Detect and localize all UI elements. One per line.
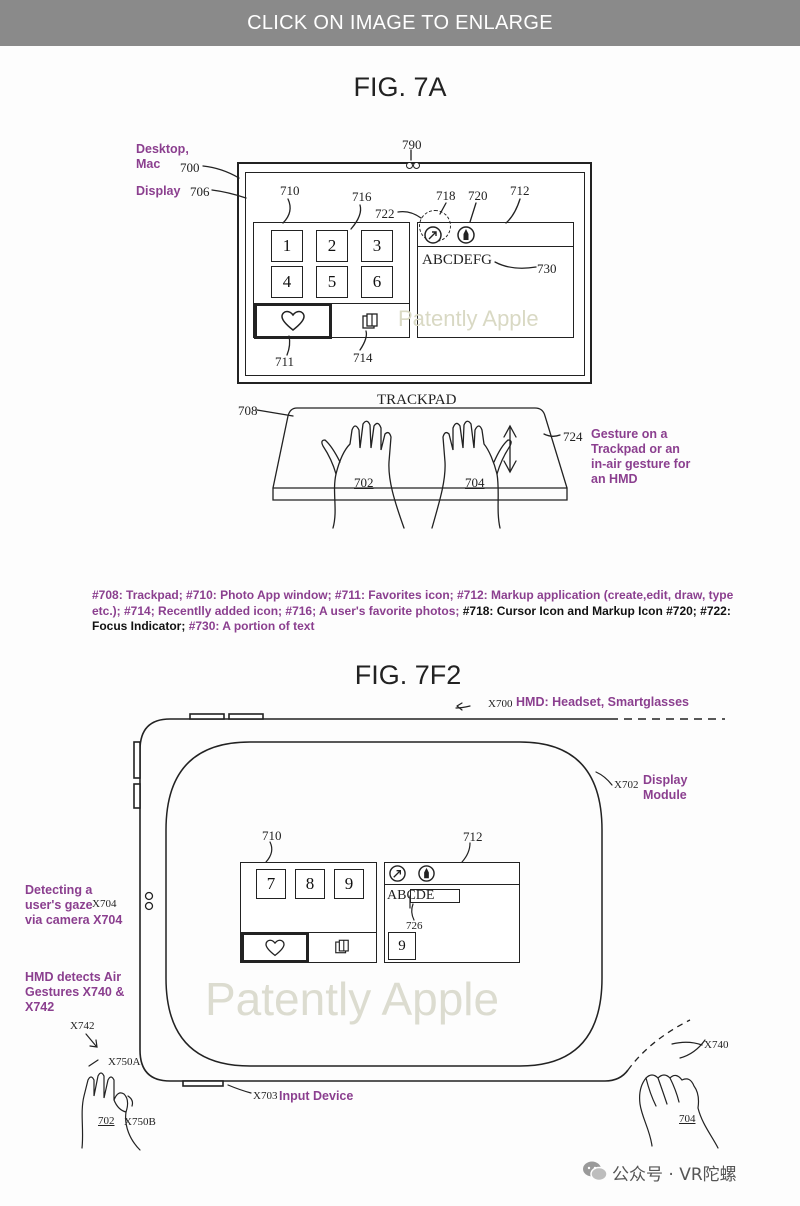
- heart-icon: [265, 939, 285, 956]
- recently-added-icon[interactable]: [361, 313, 379, 329]
- cursor-icon[interactable]: [424, 226, 442, 244]
- photo-tile[interactable]: 9: [388, 932, 416, 960]
- favorites-button-hmd[interactable]: [241, 932, 309, 963]
- ref-790: 790: [402, 137, 422, 152]
- wechat-icon: [582, 1160, 608, 1182]
- trackpad-label: TRACKPAD: [377, 392, 457, 408]
- markup-icon-hmd[interactable]: [418, 865, 435, 882]
- ref-716: 716: [352, 189, 372, 204]
- ref-x703: X703: [253, 1090, 278, 1102]
- ref-711: 711: [275, 354, 295, 369]
- photo-tile[interactable]: 7: [256, 869, 286, 899]
- favorites-button[interactable]: [254, 303, 332, 339]
- photo-tile[interactable]: 2: [316, 230, 348, 262]
- ref-708: 708: [238, 403, 258, 418]
- caption-purple-tail: #730: A portion of text: [188, 619, 315, 633]
- cursor-icon-hmd[interactable]: [389, 865, 406, 882]
- fig-7a-title: FIG. 7A: [353, 72, 447, 102]
- ref-700: 700: [180, 160, 200, 175]
- photo-tile[interactable]: 4: [271, 266, 303, 298]
- display-label: Display: [136, 184, 181, 198]
- caption-black-text: #718: Cursor Icon and Markup Icon #720; …: [92, 603, 731, 634]
- recently-added-icon-hmd[interactable]: [334, 939, 350, 954]
- ref-702-left-hand: 702: [98, 1115, 115, 1127]
- ref-704-hand: 704: [465, 475, 485, 490]
- ref-730: 730: [537, 261, 557, 276]
- ref-722: 722: [375, 206, 395, 221]
- wechat-account-label: 公众号 · VR陀螺: [612, 1165, 737, 1185]
- air-gesture-label: HMD detects Air Gestures X740 & X742: [25, 970, 125, 1014]
- ref-710-hmd: 710: [262, 828, 282, 843]
- ref-x700: X700: [488, 698, 513, 710]
- photo-tile[interactable]: 8: [295, 869, 325, 899]
- hmd-markup-toolbar-divider: [384, 884, 520, 885]
- ref-726: 726: [406, 920, 423, 932]
- ref-x750a: X750A: [108, 1056, 141, 1068]
- figure-caption: #708: Trackpad; #710: Photo App window; …: [92, 588, 762, 635]
- desktop-mac-label: Desktop, Mac: [136, 142, 189, 171]
- photo-tile[interactable]: 6: [361, 266, 393, 298]
- ref-x704: X704: [92, 898, 117, 910]
- ref-702-hand: 702: [354, 475, 374, 490]
- markup-text-sample[interactable]: ABCDEFG: [422, 252, 493, 268]
- ref-706: 706: [190, 184, 210, 199]
- gesture-label: Gesture on a Trackpad or an in-air gestu…: [591, 427, 691, 486]
- ref-714: 714: [353, 350, 373, 365]
- photo-tile[interactable]: 3: [361, 230, 393, 262]
- ref-712: 712: [510, 183, 530, 198]
- enlarge-banner[interactable]: CLICK ON IMAGE TO ENLARGE: [0, 0, 800, 46]
- fig-7f2-title: FIG. 7F2: [354, 660, 462, 690]
- display-module-label: Display Module: [643, 773, 688, 802]
- hmd-label: HMD: Headset, Smartglasses: [516, 695, 689, 709]
- ref-x750b: X750B: [124, 1116, 156, 1128]
- markup-icon[interactable]: [457, 226, 475, 244]
- photo-tile[interactable]: 1: [271, 230, 303, 262]
- photo-tile[interactable]: 5: [316, 266, 348, 298]
- markup-toolbar-divider: [417, 246, 574, 247]
- photo-tile[interactable]: 9: [334, 869, 364, 899]
- ref-712-hmd: 712: [463, 829, 483, 844]
- watermark-7a: Patently Apple: [398, 306, 539, 331]
- ref-x740: X740: [704, 1039, 729, 1051]
- gaze-label: Detecting a user's gaze via camera X704: [25, 883, 123, 927]
- heart-icon: [281, 310, 305, 331]
- ref-x702: X702: [614, 779, 639, 791]
- input-device-label: Input Device: [279, 1089, 354, 1103]
- ref-718: 718: [436, 188, 456, 203]
- ref-x742: X742: [70, 1020, 95, 1032]
- watermark-7f2: Patently Apple: [205, 973, 500, 1025]
- caption-purple-text: #708: Trackpad; #710: Photo App window; …: [92, 588, 734, 618]
- markup-app-window[interactable]: [417, 222, 574, 338]
- camera-dot-right: [413, 162, 420, 169]
- ref-720: 720: [468, 188, 488, 203]
- ref-710: 710: [280, 183, 300, 198]
- camera-dot-left: [406, 162, 413, 169]
- ref-724: 724: [563, 429, 583, 444]
- ref-704-right-hand: 704: [679, 1113, 696, 1125]
